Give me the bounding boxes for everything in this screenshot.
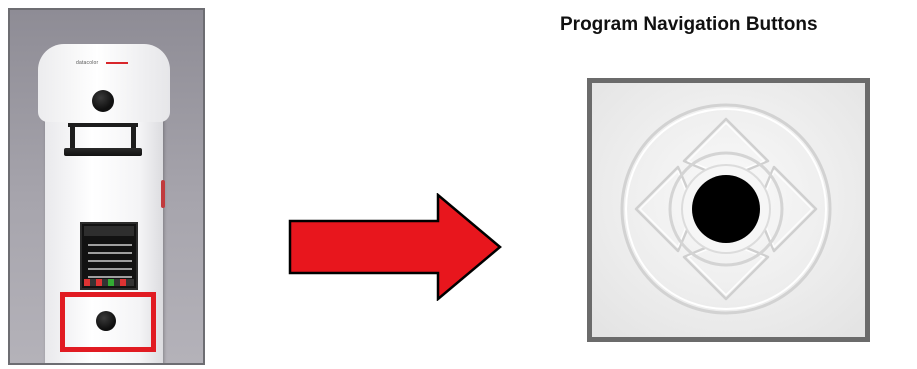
navigation-pad-icon — [592, 83, 865, 337]
device-lens — [92, 90, 114, 112]
device-button-zone — [60, 292, 156, 352]
arrow-shape — [288, 193, 502, 301]
center-select-button-icon — [692, 175, 760, 243]
device-screen-line — [88, 260, 132, 262]
device-clamp — [68, 123, 138, 155]
device-side-accent — [161, 180, 165, 208]
device-logo: datacolor — [76, 60, 99, 66]
device-screen-line — [88, 276, 132, 278]
device-logo-bar — [106, 62, 128, 64]
device-screen-line — [88, 252, 132, 254]
device-photo: datacolor — [8, 8, 205, 365]
device-nav-button — [96, 311, 116, 331]
device-screen-header — [84, 226, 134, 236]
page-title: Program Navigation Buttons — [560, 14, 818, 35]
device-screen-toolbar — [84, 279, 134, 286]
device-screen-line — [88, 244, 132, 246]
highlight-box — [60, 292, 156, 352]
right-arrow-icon — [288, 193, 502, 301]
device-screen-line — [88, 268, 132, 270]
device-clamp-base — [64, 148, 142, 156]
navigation-buttons-closeup — [587, 78, 870, 342]
device-screen — [80, 222, 138, 290]
